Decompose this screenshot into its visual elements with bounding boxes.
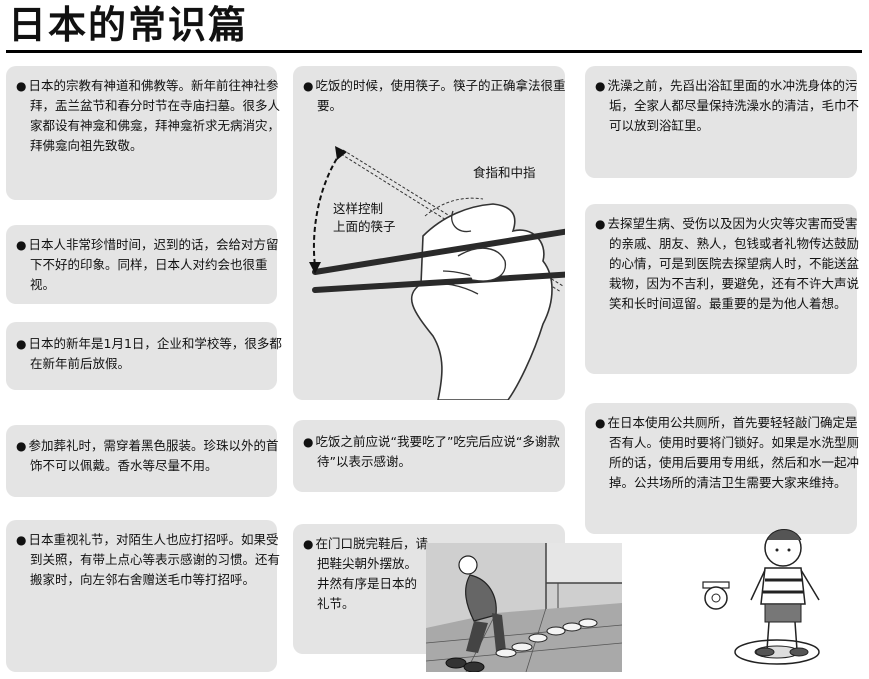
card-visiting-sick: 去探望生病、受伤以及因为火灾等灾害而受害的亲戚、朋友、熟人，包钱或者礼物传达鼓励…	[585, 204, 859, 374]
card-chopsticks: 吃饭的时候，使用筷子。筷子的正确拿法很重要。 食指和中指 这样控制 上面的筷子	[293, 66, 567, 400]
card-visiting-sick-text: 去探望生病、受伤以及因为火灾等灾害而受害的亲戚、朋友、熟人，包钱或者礼物传达鼓励…	[595, 214, 863, 314]
chopstick-hand-illustration	[309, 146, 565, 400]
card-shoes-text: 在门口脱完鞋后，请把鞋尖朝外摆放。井然有序是日本的礼节。	[303, 534, 429, 614]
annotation-control-line2: 上面的筷子	[333, 219, 396, 234]
card-etiquette-text: 日本重视礼节，对陌生人也应打招呼。如果受到关照，有带上点心等表示感谢的习惯。还有…	[16, 530, 284, 590]
card-religion-text: 日本的宗教有神道和佛教等。新年前往神社参拜，盂兰盆节和春分时节在寺庙扫墓。很多人…	[16, 76, 284, 156]
card-new-year-text: 日本的新年是1月1日，企业和学校等，很多都在新年前后放假。	[16, 334, 284, 374]
card-chopsticks-text: 吃饭的时候，使用筷子。筷子的正确拿法很重要。	[303, 76, 567, 116]
annotation-fingers: 食指和中指	[473, 165, 536, 180]
annotation-control-line1: 这样控制	[333, 201, 384, 216]
card-meal-greeting: 吃饭之前应说“我要吃了”吃完后应说“多谢款待”以表示感谢。	[293, 420, 565, 492]
card-punctuality-text: 日本人非常珍惜时间，迟到的话，会给对方留下不好的印象。同样，日本人对约会也很重视…	[16, 235, 284, 295]
toilet-boy-illustration	[702, 529, 820, 665]
card-religion: 日本的宗教有神道和佛教等。新年前往神社参拜，盂兰盆节和春分时节在寺庙扫墓。很多人…	[6, 66, 280, 200]
page-title: 日本的常识篇	[8, 3, 249, 47]
card-meal-greeting-text: 吃饭之前应说“我要吃了”吃完后应说“多谢款待”以表示感谢。	[303, 432, 571, 472]
card-funeral-text: 参加葬礼时，需穿着黑色服装。珍珠以外的首饰不可以佩戴。香水等尽量不用。	[16, 436, 284, 476]
card-etiquette: 日本重视礼节，对陌生人也应打招呼。如果受到关照，有带上点心等表示感谢的习惯。还有…	[6, 520, 280, 672]
card-bath-text: 洗澡之前，先舀出浴缸里面的水冲洗身体的污垢，全家人都尽量保持洗澡水的清洁，毛巾不…	[595, 76, 863, 136]
card-new-year: 日本的新年是1月1日，企业和学校等，很多都在新年前后放假。	[6, 322, 282, 390]
shoes-entrance-illustration	[426, 543, 622, 672]
card-bath: 洗澡之前，先舀出浴缸里面的水冲洗身体的污垢，全家人都尽量保持洗澡水的清洁，毛巾不…	[585, 66, 859, 178]
card-public-toilet-text: 在日本使用公共厕所，首先要轻轻敲门确定是否有人。使用时要将门锁好。如果是水洗型厕…	[595, 413, 863, 493]
title-divider	[6, 50, 862, 53]
card-public-toilet: 在日本使用公共厕所，首先要轻轻敲门确定是否有人。使用时要将门锁好。如果是水洗型厕…	[585, 403, 859, 534]
card-funeral: 参加葬礼时，需穿着黑色服装。珍珠以外的首饰不可以佩戴。香水等尽量不用。	[6, 425, 279, 497]
card-punctuality: 日本人非常珍惜时间，迟到的话，会给对方留下不好的印象。同样，日本人对约会也很重视…	[6, 225, 279, 304]
